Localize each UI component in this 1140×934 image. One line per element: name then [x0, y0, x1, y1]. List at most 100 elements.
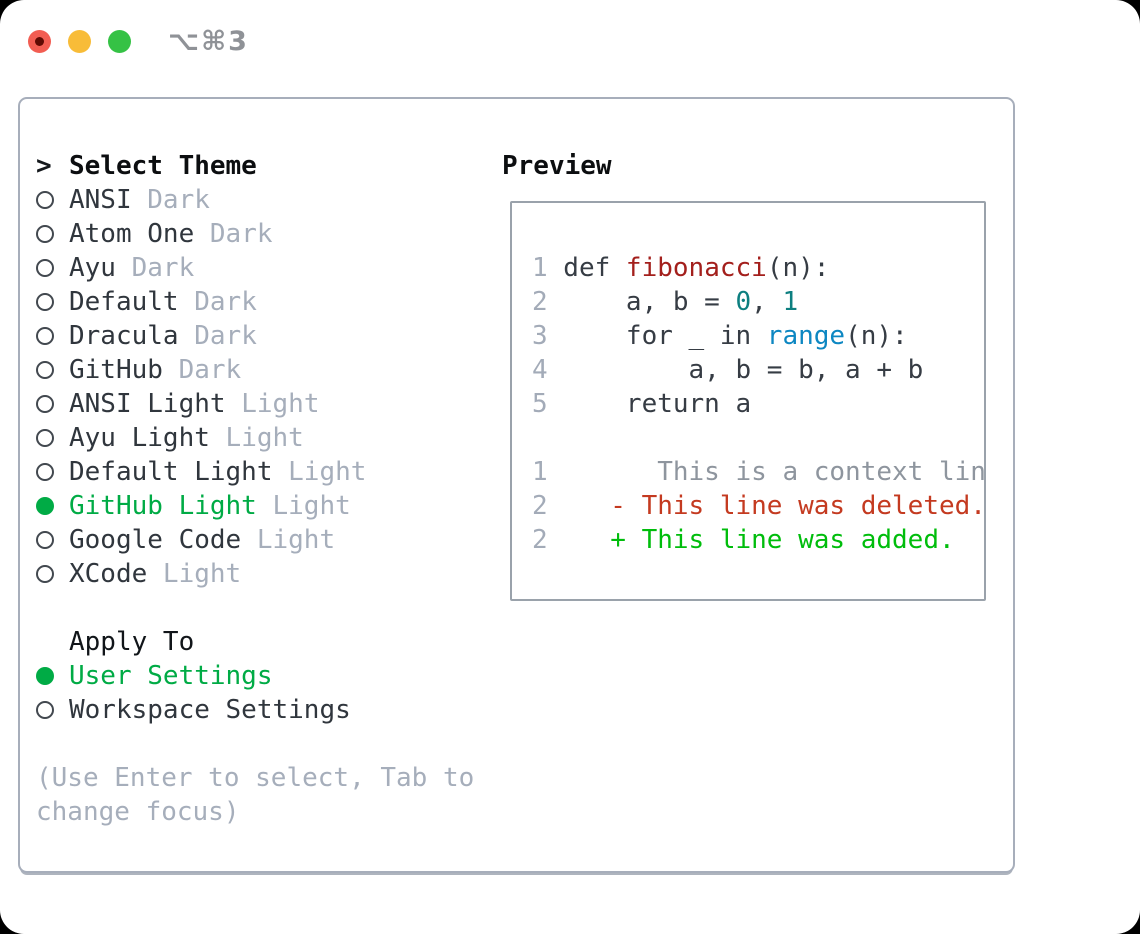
radio-icon: [36, 497, 54, 515]
line-content: a, b = b, a + b: [563, 355, 924, 385]
line-number: 2: [532, 491, 548, 521]
line-content: + This line was added.: [563, 525, 954, 555]
option-label: Atom One Dark: [69, 219, 273, 249]
theme-settings-panel: > Select Theme ANSI Dark Atom One Dark A…: [18, 97, 1015, 873]
prompt-icon: >: [36, 151, 52, 181]
code-segment-plain: ,: [751, 287, 783, 317]
code-preview-box: 1 def fibonacci(n): 2 a, b = 0, 1 3 for _…: [510, 201, 986, 601]
option-label: Default Light Light: [69, 457, 367, 487]
code-segment-plain: (n):: [766, 253, 830, 283]
code-segment-plain: a, b =: [563, 287, 736, 317]
theme-option[interactable]: ANSI Light Light: [36, 387, 502, 421]
spacer: [36, 591, 502, 625]
window-title: ⌥⌘3: [168, 26, 249, 57]
code-line: 1 def fibonacci(n):: [532, 251, 984, 285]
code-line: 5 return a: [532, 387, 984, 421]
apply-to-option[interactable]: User Settings: [36, 659, 502, 693]
select-theme-title: Select Theme: [69, 151, 257, 181]
option-label: ANSI Dark: [69, 185, 210, 215]
radio-icon: [36, 259, 54, 277]
theme-option[interactable]: Default Dark: [36, 285, 502, 319]
radio-icon: [36, 327, 54, 345]
radio-icon: [36, 293, 54, 311]
preview-column: Preview 1 def fibonacci(n): 2 a, b = 0, 1…: [502, 149, 1013, 871]
radio-icon: [36, 225, 54, 243]
radio-icon: [36, 463, 54, 481]
theme-option[interactable]: ANSI Dark: [36, 183, 502, 217]
theme-list-column: > Select Theme ANSI Dark Atom One Dark A…: [36, 149, 502, 871]
option-label: Ayu Light Light: [69, 423, 304, 453]
apply-to-option[interactable]: Workspace Settings: [36, 693, 502, 727]
radio-icon: [36, 565, 54, 583]
theme-option[interactable]: XCode Light: [36, 557, 502, 591]
line-content: return a: [563, 389, 751, 419]
minimize-button[interactable]: [68, 30, 91, 53]
apply-to-title: Apply To: [69, 627, 195, 657]
line-number: 1: [532, 457, 548, 487]
preview-header: Preview: [502, 149, 1013, 183]
radio-gutter: [36, 667, 69, 685]
radio-gutter: [36, 565, 69, 583]
theme-option[interactable]: Ayu Light Light: [36, 421, 502, 455]
code-segment-number: 0: [735, 287, 752, 317]
title-bar: ⌥⌘3: [28, 26, 249, 57]
line-number: 2: [532, 287, 548, 317]
option-label: GitHub Dark: [69, 355, 242, 385]
code-segment-number: 1: [782, 287, 799, 317]
line-content: - This line was deleted.: [563, 491, 984, 521]
theme-option[interactable]: Default Light Light: [36, 455, 502, 489]
line-number: 3: [532, 321, 548, 351]
theme-option[interactable]: Dracula Dark: [36, 319, 502, 353]
radio-icon: [36, 395, 54, 413]
radio-gutter: [36, 327, 69, 345]
theme-option[interactable]: Ayu Dark: [36, 251, 502, 285]
close-button[interactable]: [28, 30, 51, 53]
line-content: This is a context line.: [563, 457, 986, 487]
radio-gutter: [36, 259, 69, 277]
radio-gutter: [36, 191, 69, 209]
line-content: def fibonacci(n):: [563, 253, 829, 283]
code-segment-context: This is a context line.: [563, 457, 986, 487]
option-label: Dracula Dark: [69, 321, 257, 351]
code-line: 2 - This line was deleted.: [532, 489, 984, 523]
line-number: 4: [532, 355, 548, 385]
radio-gutter: [36, 361, 69, 379]
zoom-button[interactable]: [108, 30, 131, 53]
radio-icon: [36, 667, 54, 685]
code-segment-plain: def: [563, 253, 626, 283]
code-line: 4 a, b = b, a + b: [532, 353, 984, 387]
code-line: [532, 421, 984, 455]
line-content: for _ in range(n):: [563, 321, 908, 351]
select-theme-header: > Select Theme: [36, 149, 502, 183]
radio-gutter: [36, 225, 69, 243]
code-segment-plain: a, b = b, a + b: [563, 355, 924, 385]
theme-options-list: ANSI Dark Atom One Dark Ayu Dark Default…: [36, 183, 502, 591]
radio-gutter: [36, 293, 69, 311]
close-dot-icon: [35, 37, 44, 46]
radio-gutter: [36, 701, 69, 719]
line-number: 2: [532, 525, 548, 555]
code-line: 1 This is a context line.: [532, 455, 984, 489]
radio-gutter: [36, 463, 69, 481]
radio-icon: [36, 701, 54, 719]
prompt-gutter: >: [36, 151, 69, 181]
code-segment-function: fibonacci: [625, 253, 767, 283]
option-label: Default Dark: [69, 287, 257, 317]
code-lines: 1 def fibonacci(n): 2 a, b = 0, 1 3 for _…: [532, 251, 984, 557]
code-segment-plain: return a: [563, 389, 752, 419]
line-number: 1: [532, 253, 548, 283]
theme-option[interactable]: Google Code Light: [36, 523, 502, 557]
code-line: 2 a, b = 0, 1: [532, 285, 984, 319]
option-label: XCode Light: [69, 559, 242, 589]
preview-title: Preview: [502, 151, 612, 181]
radio-gutter: [36, 395, 69, 413]
code-segment-added: + This line was added.: [563, 525, 955, 555]
theme-option[interactable]: GitHub Dark: [36, 353, 502, 387]
radio-gutter: [36, 429, 69, 447]
theme-option[interactable]: GitHub Light Light: [36, 489, 502, 523]
theme-option[interactable]: Atom One Dark: [36, 217, 502, 251]
radio-icon: [36, 191, 54, 209]
code-segment-builtin: range: [766, 321, 846, 351]
line-number: 5: [532, 389, 548, 419]
code-segment-plain: for _ in: [563, 321, 767, 351]
